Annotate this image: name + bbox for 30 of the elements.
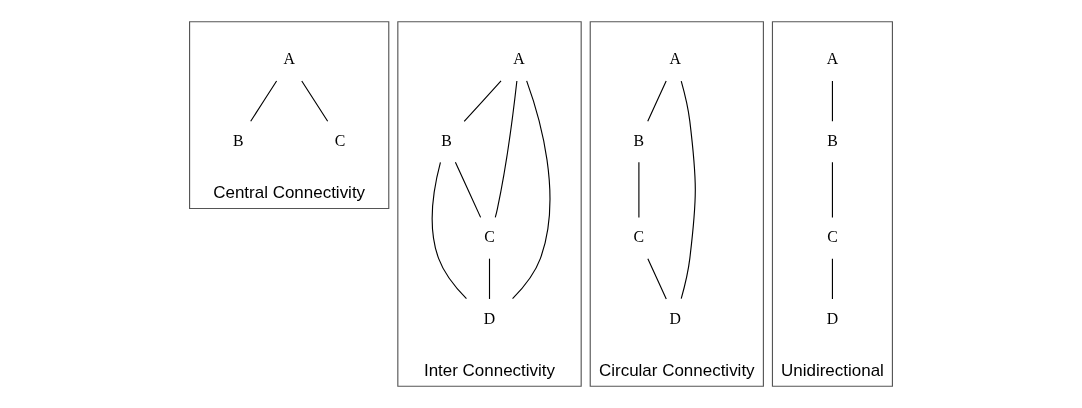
node-text: C <box>827 228 838 246</box>
connector <box>488 258 491 300</box>
node-text: A <box>669 50 681 68</box>
node-text: B <box>441 131 452 149</box>
connector <box>647 80 667 122</box>
node-text: C <box>484 228 495 246</box>
connector <box>250 80 278 122</box>
node-text: C <box>633 228 645 246</box>
connector <box>463 80 502 122</box>
connector <box>494 80 518 218</box>
connector <box>431 161 467 300</box>
connector <box>301 80 329 122</box>
node-text: D <box>483 309 496 327</box>
connector <box>831 258 833 300</box>
connector <box>831 80 833 122</box>
node-text: B <box>827 131 838 149</box>
connector <box>638 161 640 218</box>
node-text: D <box>826 309 839 327</box>
node-text: B <box>633 131 645 149</box>
node-text: C <box>334 131 346 149</box>
node-text: B <box>232 131 244 149</box>
connector <box>647 258 667 300</box>
node-text: A <box>513 50 525 68</box>
node-text: A <box>826 50 839 68</box>
connector <box>680 80 696 300</box>
node-text: D <box>669 309 681 327</box>
connector <box>454 161 482 218</box>
node-text: A <box>283 50 295 68</box>
connector <box>512 80 551 300</box>
connector <box>831 161 833 218</box>
